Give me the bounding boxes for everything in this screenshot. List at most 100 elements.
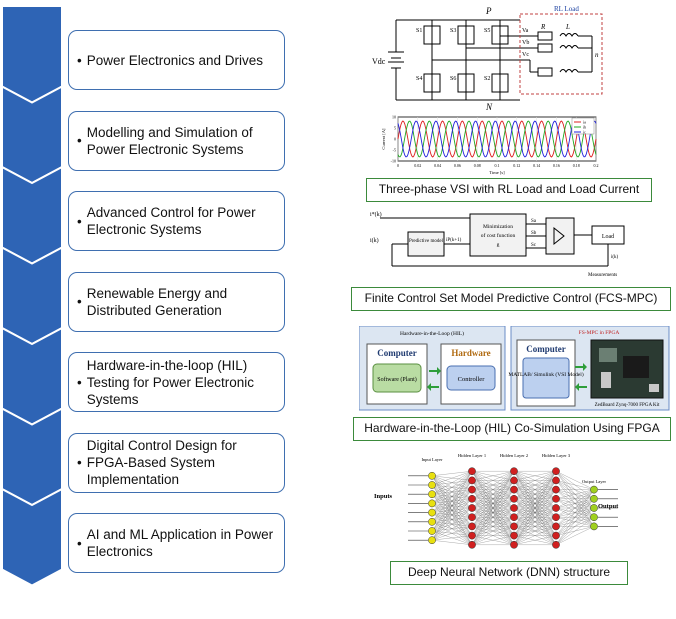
bullet-icon: • [77, 455, 82, 470]
dnn-neuron [510, 513, 518, 522]
dnn-neuron [468, 476, 476, 485]
hil-right-title: FS-MPC in FPGA [579, 330, 620, 336]
dnn-connection [431, 526, 473, 541]
dnn-neuron [510, 485, 518, 494]
topic-label: Power Electronics and Drives [86, 52, 264, 68]
topic-item: •Hardware-in-the-loop (HIL) Testing for … [68, 352, 285, 412]
dnn-connection [555, 471, 595, 490]
chevron-process-column [0, 0, 300, 614]
dnn-connection [471, 498, 515, 545]
dnn-neuron [510, 476, 518, 485]
topic-item: •Advanced Control for Power Electronic S… [68, 191, 285, 251]
topic-item: •Modelling and Simulation of Power Elect… [68, 110, 285, 171]
dnn-connection [431, 471, 473, 486]
chevron-arrows [1, 5, 63, 587]
topic-label: Hardware-in-the-loop (HIL) Testing for P… [86, 357, 255, 407]
y-tick-label: 5 [394, 126, 396, 131]
dnn-neuron [428, 517, 436, 526]
dnn-connection [431, 489, 473, 541]
dnn-connection [471, 471, 515, 509]
dnn-connection [431, 507, 473, 541]
mpc-switch-label: Sa [531, 219, 537, 224]
dnn-hidden-layer-label: Hidden Layer 3 [542, 453, 571, 458]
x-tick-label: 0.04 [434, 163, 441, 168]
current-waveform-line [397, 120, 597, 158]
dnn-connection [471, 535, 515, 545]
chevron-step [1, 487, 63, 587]
dnn-connection [513, 471, 557, 545]
x-tick-label: 0.18 [573, 163, 580, 168]
mpc-diagram-panel: i*(k) i(k) Predictive model iP(k+1) Mini… [368, 208, 630, 280]
mpc-ik: i(k) [611, 255, 619, 260]
dnn-neuron [468, 467, 476, 476]
mpc-meas: i(k) [370, 237, 379, 244]
dnn-neuron [510, 531, 518, 540]
vsi-dc-label: Vdc [372, 57, 386, 66]
topic-label: AI and ML Application in Power Electroni… [86, 527, 274, 559]
dnn-connection [431, 480, 473, 541]
y-tick-label: 10 [392, 115, 396, 120]
y-tick-label: 0 [394, 137, 396, 142]
dnn-neuron [590, 522, 598, 531]
dnn-connection [555, 489, 595, 527]
dnn-connection [555, 489, 595, 518]
dnn-neuron [590, 504, 598, 512]
hil-right-computer: Computer [526, 344, 566, 354]
vsi-phase-label: Vb [522, 40, 529, 46]
topic-label: Modelling and Simulation of Power Electr… [86, 124, 253, 157]
bullet-icon: • [77, 213, 82, 229]
hil-software: Software (Plant) [377, 376, 417, 383]
dnn-neuron [428, 499, 436, 508]
vsi-n-node: n [595, 51, 599, 59]
dnn-connection [471, 507, 515, 545]
mpc-block-diagram: i*(k) i(k) Predictive model iP(k+1) Mini… [370, 211, 625, 278]
mpc-load: Load [602, 234, 614, 240]
dnn-neuron [552, 531, 560, 540]
legend-label: ic [583, 130, 586, 135]
mpc-switch-label: Sb [531, 231, 537, 236]
topic-item: •Renewable Energy and Distributed Genera… [68, 271, 285, 332]
mpc-prediction: iP(k+1) [446, 238, 462, 243]
dnn-connection [471, 489, 515, 545]
x-tick-label: 0 [397, 163, 399, 168]
legend-label: ia [583, 120, 586, 125]
dnn-neuron [428, 536, 436, 545]
legend-label: ib [583, 125, 586, 130]
dnn-neuron [468, 485, 476, 494]
dnn-connection [431, 471, 473, 522]
dnn-connection [431, 540, 473, 545]
dnn-connection [555, 517, 595, 545]
vsi-p-label: P [485, 6, 492, 16]
hil-matlab: MATLAB/ Simulink (VSI Model) [508, 371, 583, 378]
dnn-connection [471, 480, 515, 545]
x-tick-label: 0.12 [513, 163, 520, 168]
hil-panel: Hardware-in-the-Loop (HIL) Computer Hard… [358, 325, 671, 412]
dnn-neuron [428, 471, 436, 480]
dnn-connection [471, 471, 515, 518]
mpc-minimization-line: Minimization [483, 224, 513, 230]
dnn-neuron [468, 513, 476, 522]
bullet-icon: • [77, 294, 82, 309]
bullet-icon: • [77, 52, 82, 68]
x-tick-label: 0.16 [553, 163, 560, 168]
dnn-neuron [428, 490, 436, 499]
vsi-switch-label: S2 [484, 76, 490, 82]
dnn-neuron [510, 467, 518, 476]
dnn-output-layer-label: Output Layer [582, 479, 607, 484]
dnn-connection [471, 471, 515, 481]
dnn-connection [431, 517, 473, 541]
dnn-input-layer-label: Input Layer [421, 457, 443, 462]
dnn-connection [431, 498, 473, 541]
dnn-neuron [552, 504, 560, 512]
dnn-inputs-label: Inputs [374, 493, 393, 500]
vsi-switch-label: S4 [416, 76, 422, 82]
dnn-connection [513, 489, 557, 545]
dnn-connection [471, 471, 515, 490]
vsi-l-label: L [565, 23, 570, 31]
vsi-switch-label: S5 [484, 28, 490, 34]
mpc-ref: i*(k) [370, 211, 382, 218]
dnn-neuron [428, 527, 436, 535]
mpc-minimization-line: of cost function [481, 232, 516, 239]
